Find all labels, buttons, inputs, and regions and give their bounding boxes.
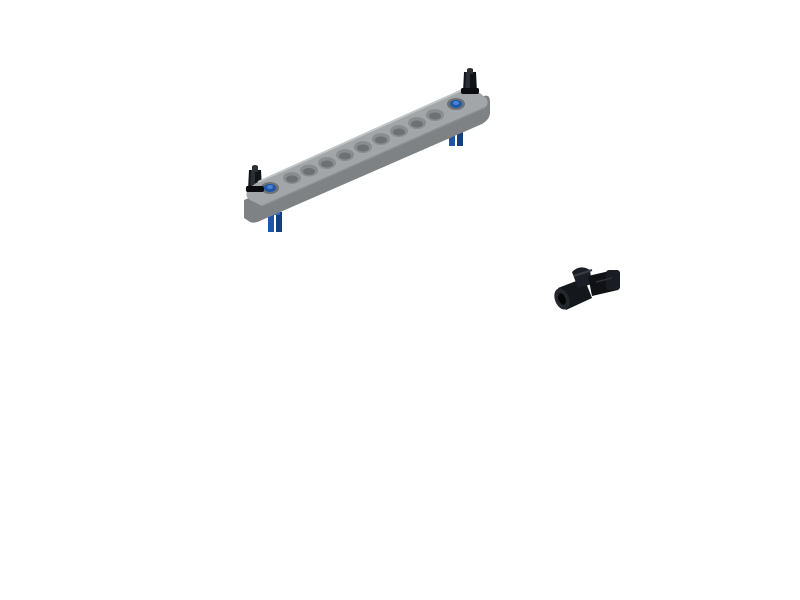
technic-angle-connector bbox=[554, 267, 620, 310]
beam-holes bbox=[261, 98, 465, 194]
technic-liftarm-beam bbox=[244, 68, 490, 232]
